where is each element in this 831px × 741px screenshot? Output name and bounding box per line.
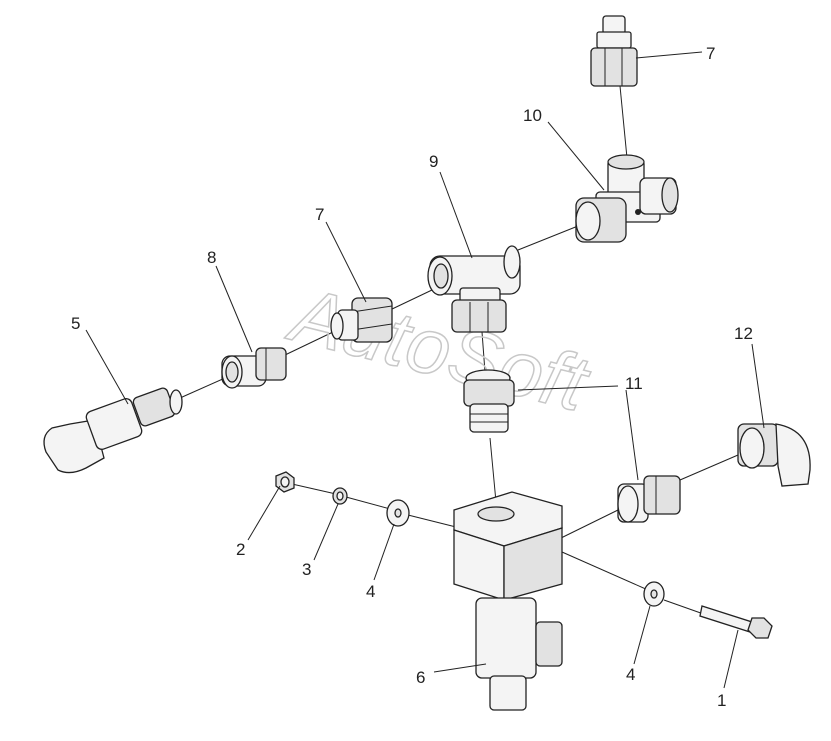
callout-1: 1 (717, 691, 726, 710)
part-9-tee (427, 245, 521, 333)
callout-11: 11 (625, 374, 643, 393)
callout-12: 12 (734, 324, 753, 343)
callout-8: 8 (207, 248, 216, 267)
part-12-elbow (737, 423, 811, 487)
part-11-right-fitting (617, 475, 681, 523)
callout-10: 10 (523, 106, 542, 125)
callout-9: 9 (429, 152, 438, 171)
callout-4-left: 4 (366, 582, 375, 601)
part-5-elbow (43, 387, 183, 474)
callout-2: 2 (236, 540, 245, 559)
part-7-top-nut (590, 15, 638, 87)
callout-3: 3 (302, 560, 311, 579)
callout-7-top: 7 (706, 44, 715, 63)
part-3-washer (332, 487, 348, 505)
callout-7-left: 7 (315, 205, 324, 224)
callout-6: 6 (416, 668, 425, 687)
part-6-block (453, 491, 563, 711)
part-4-washer-right (643, 581, 665, 607)
part-10-tee (575, 154, 679, 243)
part-1-bolt (699, 605, 773, 639)
part-4-washer-left (386, 499, 410, 527)
callout-5: 5 (71, 314, 80, 333)
part-8-nipple (221, 347, 287, 389)
part-7-left-nut (330, 297, 393, 343)
part-11-upper-fitting (463, 369, 515, 433)
leader-lines (85, 51, 765, 689)
part-2-nut (275, 471, 295, 493)
callout-4-right: 4 (626, 665, 635, 684)
